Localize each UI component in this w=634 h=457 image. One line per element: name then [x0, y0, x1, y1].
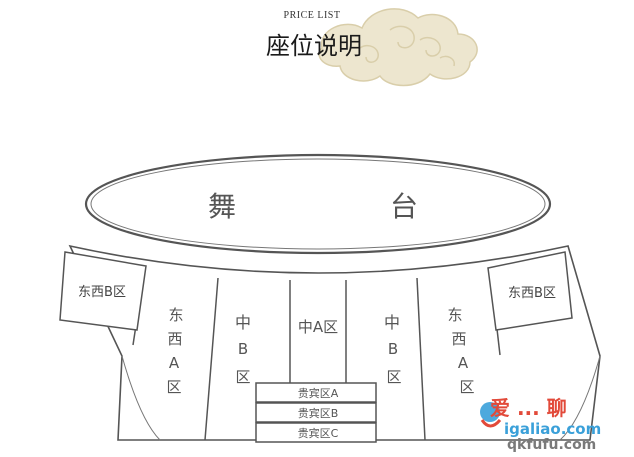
zone-middle-b-right-3: 区 — [386, 368, 401, 386]
seating-outline — [68, 244, 601, 441]
watermark-line-1: 爱 ... 聊 — [490, 396, 567, 420]
zone-middle-b-left-3: 区 — [235, 368, 250, 386]
zone-vip-a: 贵宾区A — [298, 386, 339, 400]
zone-east-west-a-right-4: 区 — [459, 378, 474, 396]
zone-east-west-a-left-3: A — [169, 354, 180, 372]
divider-2 — [204, 277, 219, 441]
divider-5 — [416, 277, 426, 441]
zone-vip-b-box — [255, 402, 377, 423]
zone-east-west-b-left-box — [59, 251, 147, 331]
price-list-subtitle: PRICE LIST — [283, 10, 341, 21]
watermark-logo-icon — [480, 402, 502, 428]
zone-middle-b-right-1: 中 — [384, 313, 400, 332]
page-title: 座位说明 — [266, 32, 362, 60]
zone-middle-b-left-2: B — [238, 340, 248, 358]
zone-vip-a-box — [255, 382, 377, 403]
zone-east-west-a-right-3: A — [458, 354, 469, 372]
stage-char-1: 舞 — [208, 190, 236, 223]
zone-vip-c-box — [255, 422, 377, 443]
zone-vip-b: 贵宾区B — [298, 406, 339, 420]
zone-vip-c: 贵宾区C — [298, 426, 339, 440]
seating-outline-lower — [121, 355, 601, 441]
zone-east-west-b-left: 东西B区 — [78, 285, 126, 300]
stage-ellipse-outer — [84, 153, 552, 255]
watermark-line-3: qkfufu.com — [507, 437, 597, 453]
zone-east-west-a-left-1: 东 — [168, 306, 183, 324]
zone-east-west-a-right-2: 西 — [451, 330, 466, 348]
watermark-line-2: igaliao.com — [504, 420, 602, 438]
zone-middle-b-left-1: 中 — [235, 313, 251, 332]
stage-ellipse-inner — [90, 158, 546, 250]
zone-east-west-b-right-box — [487, 251, 573, 331]
zone-east-west-b-right: 东西B区 — [508, 286, 556, 301]
stage-char-2: 台 — [390, 190, 418, 223]
zone-middle-a: 中A区 — [298, 318, 338, 336]
zone-middle-b-right-2: B — [388, 340, 398, 358]
zone-east-west-a-right-1: 东 — [447, 306, 462, 324]
zone-east-west-a-left-2: 西 — [167, 330, 182, 348]
zone-east-west-a-left-4: 区 — [166, 378, 181, 396]
